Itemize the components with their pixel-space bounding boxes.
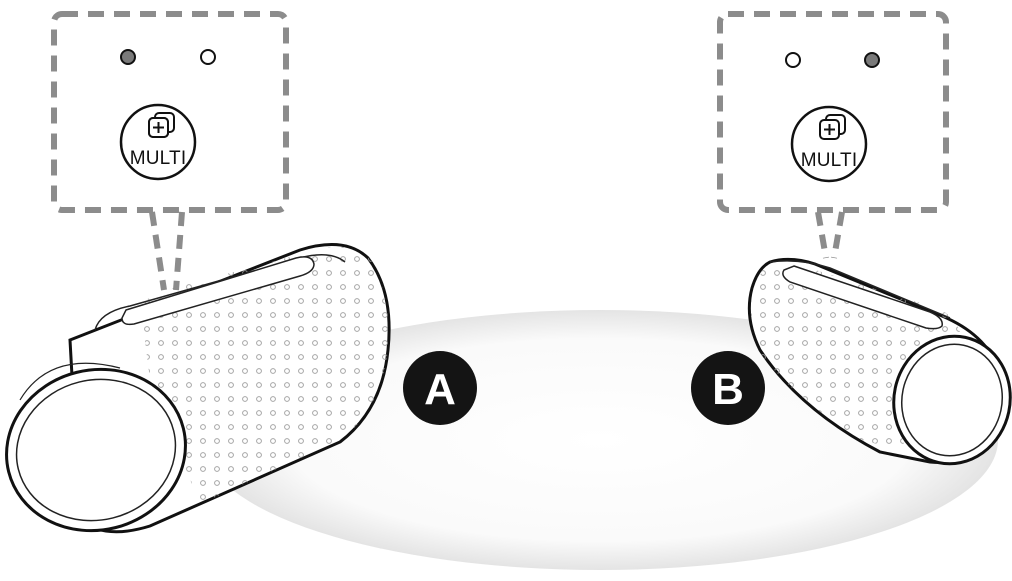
speaker-a-led-1 bbox=[121, 50, 135, 64]
speaker-a-led-2 bbox=[201, 50, 215, 64]
badge-b-label: B bbox=[712, 365, 744, 414]
callout-b-pointer bbox=[818, 212, 842, 258]
badge-b: B bbox=[691, 351, 765, 425]
callout-b: MULTI bbox=[720, 14, 946, 258]
callout-a-pointer bbox=[152, 212, 182, 290]
badge-a-label: A bbox=[424, 365, 456, 414]
badge-a: A bbox=[403, 351, 477, 425]
callout-a: MULTI bbox=[54, 14, 286, 290]
speaker-b-led-1 bbox=[786, 53, 800, 67]
speaker-b-led-2 bbox=[865, 53, 879, 67]
speaker-a-multi-label: MULTI bbox=[130, 148, 187, 169]
speaker-b-multi-label: MULTI bbox=[801, 150, 858, 171]
